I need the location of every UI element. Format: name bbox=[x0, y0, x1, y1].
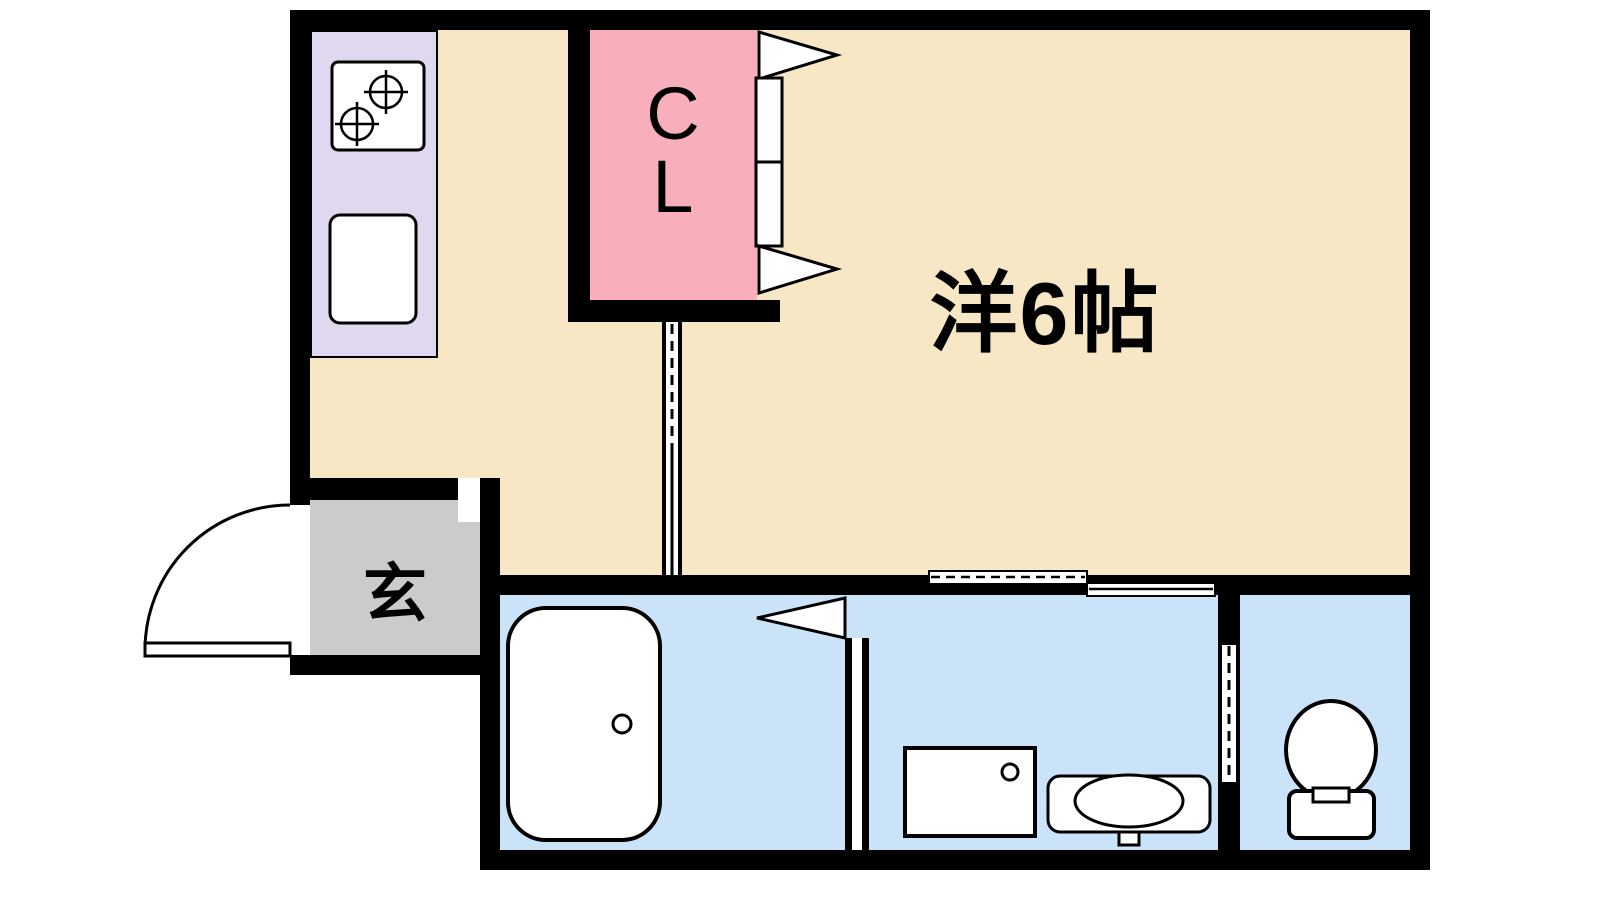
bathroom-floor bbox=[500, 595, 1410, 850]
wall-entrance-bottom bbox=[290, 655, 480, 675]
indoor-sliding-door bbox=[662, 322, 682, 578]
closet-label: C L bbox=[588, 72, 758, 228]
wall-toilet-top-segment bbox=[1218, 595, 1240, 645]
entrance-label: 玄 bbox=[363, 558, 427, 630]
sliding-window-outer bbox=[928, 570, 1088, 585]
wall-closet-bottom bbox=[568, 300, 780, 322]
wall-top bbox=[290, 10, 1430, 30]
wall-toilet-bottom-segment bbox=[1218, 782, 1240, 850]
kitchen-counter bbox=[310, 30, 438, 358]
wall-entrance-right bbox=[480, 478, 500, 870]
wall-right bbox=[1410, 10, 1430, 870]
main-room-label: 洋6帖 bbox=[929, 264, 1161, 363]
closet-label-top: C bbox=[646, 72, 700, 155]
wall-left-upper bbox=[290, 10, 310, 505]
entrance-floor bbox=[310, 500, 480, 655]
entrance-door-arc bbox=[143, 503, 291, 651]
wall-closet-left bbox=[568, 30, 590, 322]
toilet-sliding-door bbox=[1218, 645, 1240, 782]
closet-floor bbox=[590, 30, 757, 300]
sliding-window-inner bbox=[1086, 582, 1216, 597]
wall-entrance-top bbox=[290, 478, 462, 500]
wall-bathroom-bottom bbox=[480, 850, 1430, 870]
closet-label-bottom: L bbox=[652, 144, 694, 228]
wall-bath-divider bbox=[845, 638, 869, 850]
entrance-step-notch bbox=[458, 478, 480, 522]
entrance-door-panel bbox=[143, 641, 292, 658]
